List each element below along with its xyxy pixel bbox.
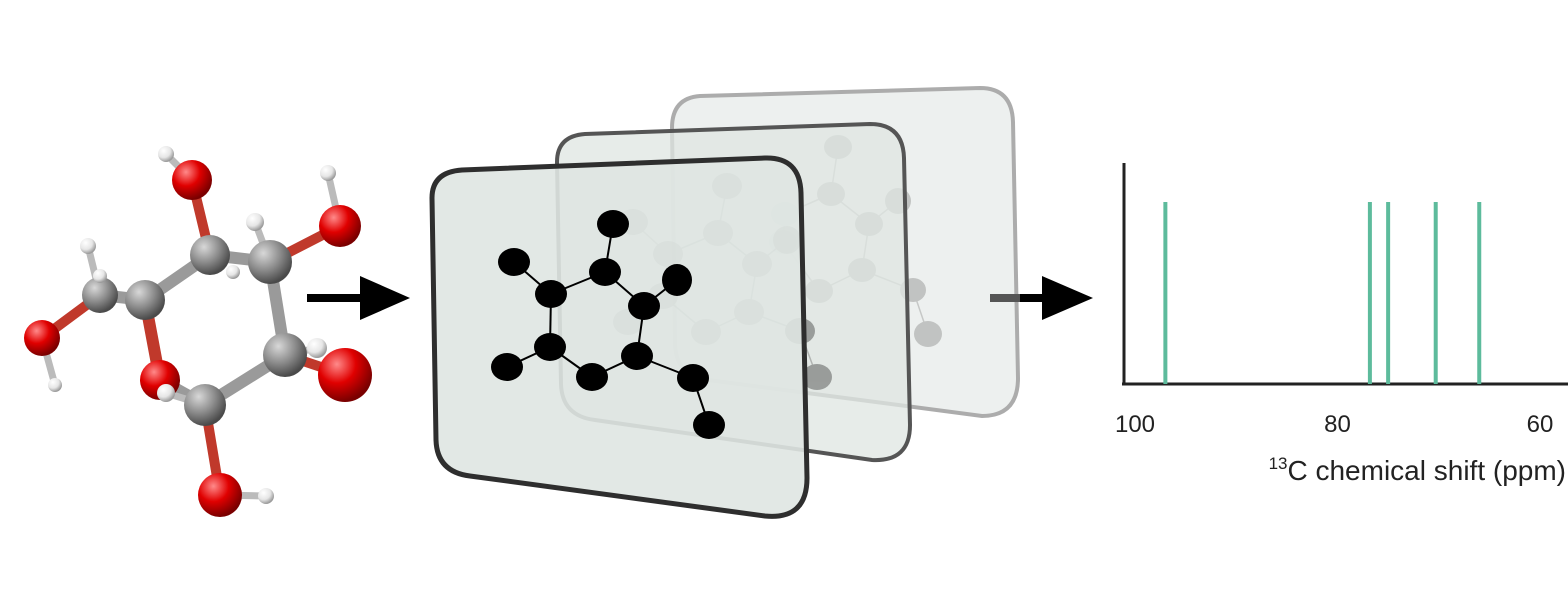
atom-carbon <box>184 384 226 426</box>
atom-hydrogen <box>48 378 62 392</box>
x-tick-labels: 100 80 60 <box>1115 411 1553 438</box>
atom-oxygen <box>172 160 212 200</box>
atom-oxygen <box>318 348 372 402</box>
graph-node <box>628 292 660 320</box>
graph-node <box>535 280 567 308</box>
molecule-atoms <box>24 146 372 517</box>
graph-node <box>677 364 709 392</box>
graph-node <box>498 248 530 276</box>
atom-hydrogen <box>226 265 240 279</box>
graph-layers <box>429 85 1021 519</box>
x-tick-label: 100 <box>1115 411 1155 438</box>
atom-carbon <box>82 277 118 313</box>
graph-node <box>534 333 566 361</box>
graph-layer-front-molecule <box>491 210 725 439</box>
atom-hydrogen <box>158 146 174 162</box>
graph-node <box>597 210 629 238</box>
x-tick-label: 80 <box>1324 411 1351 438</box>
atom-carbon <box>248 240 292 284</box>
atom-hydrogen <box>320 165 336 181</box>
atom-hydrogen <box>93 269 107 283</box>
graph-node <box>621 342 653 370</box>
nmr-peaks <box>1163 202 1482 384</box>
atom-carbon <box>263 333 307 377</box>
molecule-bonds <box>37 150 350 500</box>
graph-node <box>491 353 523 381</box>
atom-hydrogen <box>157 384 175 402</box>
graph-layer-front <box>429 155 810 519</box>
graph-node <box>589 258 621 286</box>
nmr-spectrum: 100 80 60 13C chemical shift (ppm) <box>1115 163 1568 486</box>
atom-carbon <box>125 280 165 320</box>
atom-hydrogen <box>307 338 327 358</box>
atom-hydrogen <box>246 213 264 231</box>
x-tick-label: 60 <box>1527 411 1554 438</box>
arrow-right-icon <box>307 276 410 320</box>
atom-oxygen <box>319 205 361 247</box>
atom-carbon <box>190 235 230 275</box>
atom-oxygen <box>198 473 242 517</box>
graph-node <box>662 264 692 296</box>
atom-hydrogen <box>258 488 274 504</box>
graph-node <box>576 363 608 391</box>
x-axis-title: 13C chemical shift (ppm) <box>1269 454 1566 486</box>
atom-hydrogen <box>80 238 96 254</box>
atom-oxygen <box>24 320 60 356</box>
molecule-3d <box>24 146 372 517</box>
arrow-right-icon <box>990 276 1093 320</box>
graph-node <box>693 411 725 439</box>
